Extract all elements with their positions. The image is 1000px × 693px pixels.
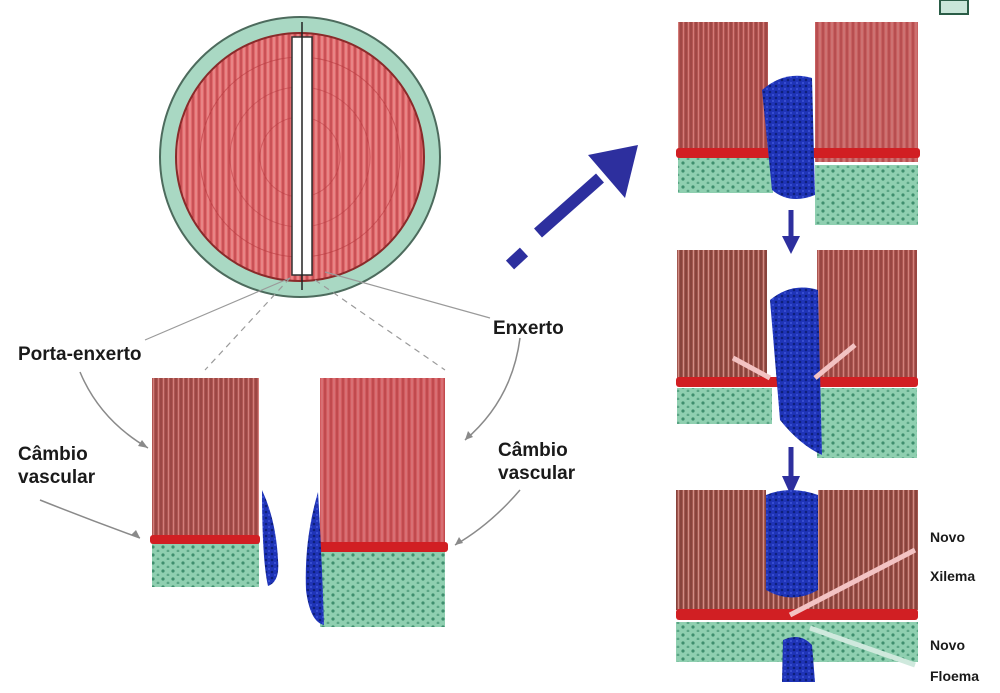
rootstock-block bbox=[150, 378, 278, 587]
progress-arrow bbox=[510, 145, 638, 265]
label-novo-xilema-2: Xilema bbox=[930, 568, 975, 584]
down-arrow-1 bbox=[782, 210, 800, 254]
label-novo-floema-2: Floema bbox=[930, 668, 979, 684]
label-cambio-vascular-right-1: Câmbio bbox=[498, 440, 568, 462]
label-novo-floema-1: Novo bbox=[930, 637, 965, 653]
label-cambio-vascular-right-2: vascular bbox=[498, 463, 575, 485]
label-novo-xilema-1: Novo bbox=[930, 529, 965, 545]
down-arrow-2 bbox=[782, 447, 800, 496]
cross-section bbox=[160, 17, 440, 297]
label-enxerto: Enxerto bbox=[493, 318, 564, 340]
stage-1 bbox=[676, 22, 920, 225]
stage-3 bbox=[676, 490, 918, 682]
stage-2 bbox=[676, 250, 918, 458]
label-porta-enxerto: Porta-enxerto bbox=[18, 344, 142, 366]
label-cambio-vascular-left-1: Câmbio bbox=[18, 444, 88, 466]
corner-mark bbox=[940, 0, 968, 14]
label-pointers bbox=[40, 338, 520, 545]
label-cambio-vascular-left-2: vascular bbox=[18, 467, 95, 489]
scion-block bbox=[306, 378, 448, 627]
